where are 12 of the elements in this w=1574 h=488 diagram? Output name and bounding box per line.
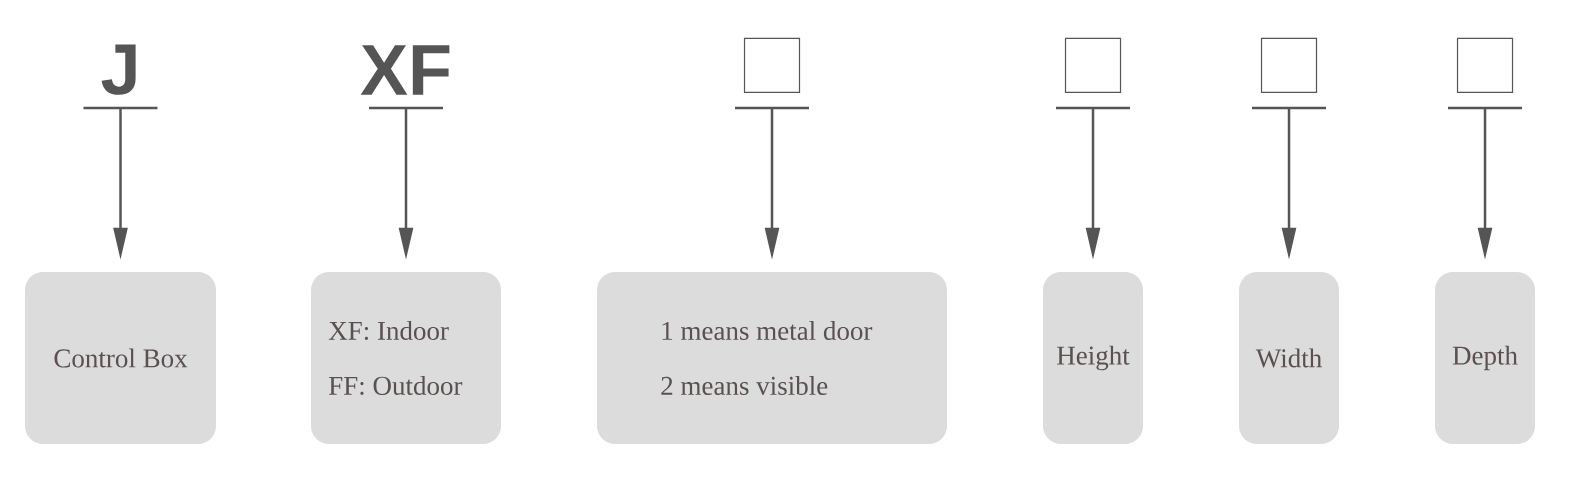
- blank-square: [1260, 37, 1318, 93]
- label-box: Control Box: [25, 272, 216, 444]
- blank-square: [1456, 37, 1514, 93]
- code-letter: J: [101, 44, 136, 95]
- label-box: Depth: [1435, 272, 1535, 444]
- blank-square: [743, 37, 801, 93]
- code-letter: XF: [360, 45, 450, 95]
- label-box: Width: [1239, 272, 1339, 444]
- blank-square: [1064, 37, 1122, 93]
- label-box: 1 means metal door 2 means visible: [597, 272, 947, 444]
- label-box: XF: Indoor FF: Outdoor: [311, 272, 501, 444]
- label-box: Height: [1043, 272, 1143, 444]
